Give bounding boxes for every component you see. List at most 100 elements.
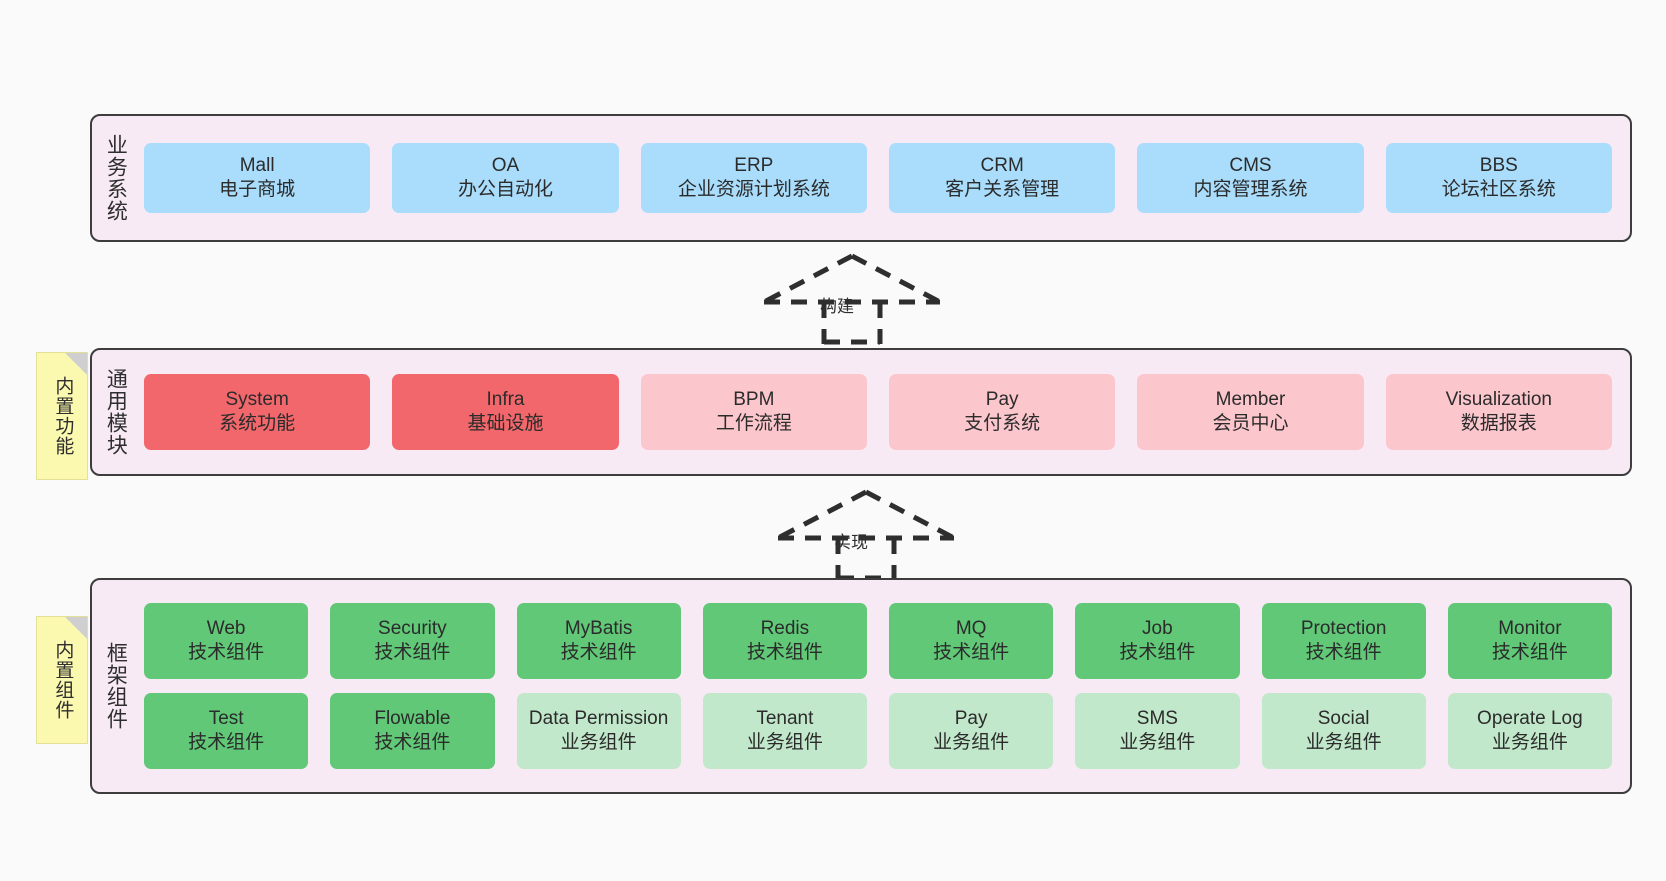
layer-common-modules: 通用模块 System 系统功能 Infra 基础设施 BPM 工作流程 Pay… <box>90 348 1632 476</box>
framework-card-tenant[interactable]: Tenant 业务组件 <box>702 693 867 769</box>
card-title: ERP <box>734 154 774 176</box>
business-row: Mall 电子商城 OA 办公自动化 ERP 企业资源计划系统 CRM 客户关系… <box>144 143 1612 213</box>
framework-card-test[interactable]: Test 技术组件 <box>144 693 309 769</box>
card-subtitle: 论坛社区系统 <box>1441 179 1556 200</box>
card-subtitle: 业务组件 <box>746 732 823 753</box>
business-card-oa[interactable]: OA 办公自动化 <box>392 143 619 213</box>
framework-tech-row: Web 技术组件 Security 技术组件 MyBatis 技术组件 Redi… <box>144 603 1612 679</box>
card-title: CRM <box>980 154 1024 176</box>
card-title: OA <box>491 154 520 176</box>
framework-card-web[interactable]: Web 技术组件 <box>144 603 309 679</box>
note-fold-corner-icon <box>65 353 87 375</box>
framework-card-monitor[interactable]: Monitor 技术组件 <box>1447 603 1612 679</box>
card-subtitle: 企业资源计划系统 <box>677 179 830 200</box>
card-title: MyBatis <box>564 617 633 639</box>
layer-body-common: System 系统功能 Infra 基础设施 BPM 工作流程 Pay 支付系统… <box>138 350 1630 474</box>
card-subtitle: 技术组件 <box>188 732 265 753</box>
card-title: Monitor <box>1498 617 1562 639</box>
layer-title-framework: 框架组件 <box>104 642 128 730</box>
card-title: Visualization <box>1445 388 1552 410</box>
card-subtitle: 技术组件 <box>374 732 451 753</box>
common-card-bpm[interactable]: BPM 工作流程 <box>640 374 867 450</box>
business-card-bbs[interactable]: BBS 论坛社区系统 <box>1385 143 1612 213</box>
card-subtitle: 支付系统 <box>964 413 1041 434</box>
card-title: BBS <box>1479 154 1518 176</box>
card-subtitle: 系统功能 <box>219 413 296 434</box>
layer-business-systems: 业务系统 Mall 电子商城 OA 办公自动化 ERP 企业资源计划系统 CRM… <box>90 114 1632 242</box>
framework-card-operate-log[interactable]: Operate Log 业务组件 <box>1447 693 1612 769</box>
card-title: Test <box>208 707 244 729</box>
framework-card-sms[interactable]: SMS 业务组件 <box>1075 693 1240 769</box>
card-title: Redis <box>760 617 810 639</box>
business-card-crm[interactable]: CRM 客户关系管理 <box>888 143 1116 213</box>
card-title: CMS <box>1229 154 1272 176</box>
card-title: Job <box>1142 617 1173 639</box>
card-title: Web <box>206 617 246 639</box>
note-components-label: 内置组件 <box>52 640 74 720</box>
card-title: Protection <box>1300 617 1387 639</box>
business-card-mall[interactable]: Mall 电子商城 <box>144 143 371 213</box>
arrow-implement-label: 实现 <box>834 533 868 552</box>
business-card-erp[interactable]: ERP 企业资源计划系统 <box>640 143 867 213</box>
arrow-build: 构建 <box>752 252 952 345</box>
framework-card-redis[interactable]: Redis 技术组件 <box>702 603 867 679</box>
card-subtitle: 内容管理系统 <box>1193 179 1308 200</box>
card-subtitle: 办公自动化 <box>457 179 553 200</box>
framework-card-mq[interactable]: MQ 技术组件 <box>889 603 1054 679</box>
card-subtitle: 业务组件 <box>933 732 1010 753</box>
framework-card-protection[interactable]: Protection 技术组件 <box>1261 603 1426 679</box>
card-title: MQ <box>955 617 987 639</box>
layer-body-business: Mall 电子商城 OA 办公自动化 ERP 企业资源计划系统 CRM 客户关系… <box>138 116 1630 240</box>
common-card-member[interactable]: Member 会员中心 <box>1137 374 1364 450</box>
common-card-system[interactable]: System 系统功能 <box>144 374 371 450</box>
common-card-visualization[interactable]: Visualization 数据报表 <box>1385 374 1612 450</box>
card-subtitle: 业务组件 <box>560 732 637 753</box>
framework-card-security[interactable]: Security 技术组件 <box>330 603 495 679</box>
card-title: Mall <box>239 154 275 176</box>
card-title: Pay <box>954 707 988 729</box>
card-title: Flowable <box>374 707 451 729</box>
layer-body-framework: Web 技术组件 Security 技术组件 MyBatis 技术组件 Redi… <box>138 580 1630 792</box>
card-title: Social <box>1317 707 1370 729</box>
layer-title-business: 业务系统 <box>104 134 128 222</box>
framework-card-job[interactable]: Job 技术组件 <box>1075 603 1240 679</box>
card-title: Member <box>1215 388 1286 410</box>
common-row: System 系统功能 Infra 基础设施 BPM 工作流程 Pay 支付系统… <box>144 374 1612 450</box>
framework-biz-row: Test 技术组件 Flowable 技术组件 Data Permission … <box>144 693 1612 769</box>
card-subtitle: 技术组件 <box>188 642 265 663</box>
note-built-in-functions: 内置功能 <box>36 352 88 480</box>
common-card-pay[interactable]: Pay 支付系统 <box>888 374 1116 450</box>
card-subtitle: 技术组件 <box>374 642 451 663</box>
framework-card-mybatis[interactable]: MyBatis 技术组件 <box>516 603 681 679</box>
layer-title-common: 通用模块 <box>104 368 128 456</box>
business-card-cms[interactable]: CMS 内容管理系统 <box>1137 143 1364 213</box>
common-card-infra[interactable]: Infra 基础设施 <box>392 374 619 450</box>
card-subtitle: 技术组件 <box>1305 642 1382 663</box>
layer-framework-components: 框架组件 Web 技术组件 Security 技术组件 MyBatis 技术组件… <box>90 578 1632 794</box>
arrow-implement: 实现 <box>766 488 966 581</box>
note-functions-label: 内置功能 <box>52 376 74 456</box>
framework-card-flowable[interactable]: Flowable 技术组件 <box>330 693 495 769</box>
card-subtitle: 会员中心 <box>1212 413 1289 434</box>
note-built-in-components: 内置组件 <box>36 616 88 744</box>
framework-card-social[interactable]: Social 业务组件 <box>1261 693 1426 769</box>
card-subtitle: 业务组件 <box>1305 732 1382 753</box>
card-title: Pay <box>985 388 1019 410</box>
framework-card-pay[interactable]: Pay 业务组件 <box>889 693 1054 769</box>
card-title: Tenant <box>756 707 814 729</box>
framework-card-data-permission[interactable]: Data Permission 业务组件 <box>516 693 681 769</box>
card-subtitle: 技术组件 <box>1119 642 1196 663</box>
card-subtitle: 客户关系管理 <box>945 179 1060 200</box>
note-fold-corner-icon <box>65 617 87 639</box>
card-subtitle: 基础设施 <box>467 413 544 434</box>
card-subtitle: 业务组件 <box>1119 732 1196 753</box>
card-title: Security <box>378 617 447 639</box>
card-title: BPM <box>733 388 775 410</box>
card-title: Infra <box>486 388 525 410</box>
card-title: System <box>225 388 289 410</box>
card-subtitle: 技术组件 <box>746 642 823 663</box>
card-subtitle: 电子商城 <box>219 179 296 200</box>
generalization-arrow-icon <box>762 253 942 345</box>
card-subtitle: 业务组件 <box>1491 732 1568 753</box>
